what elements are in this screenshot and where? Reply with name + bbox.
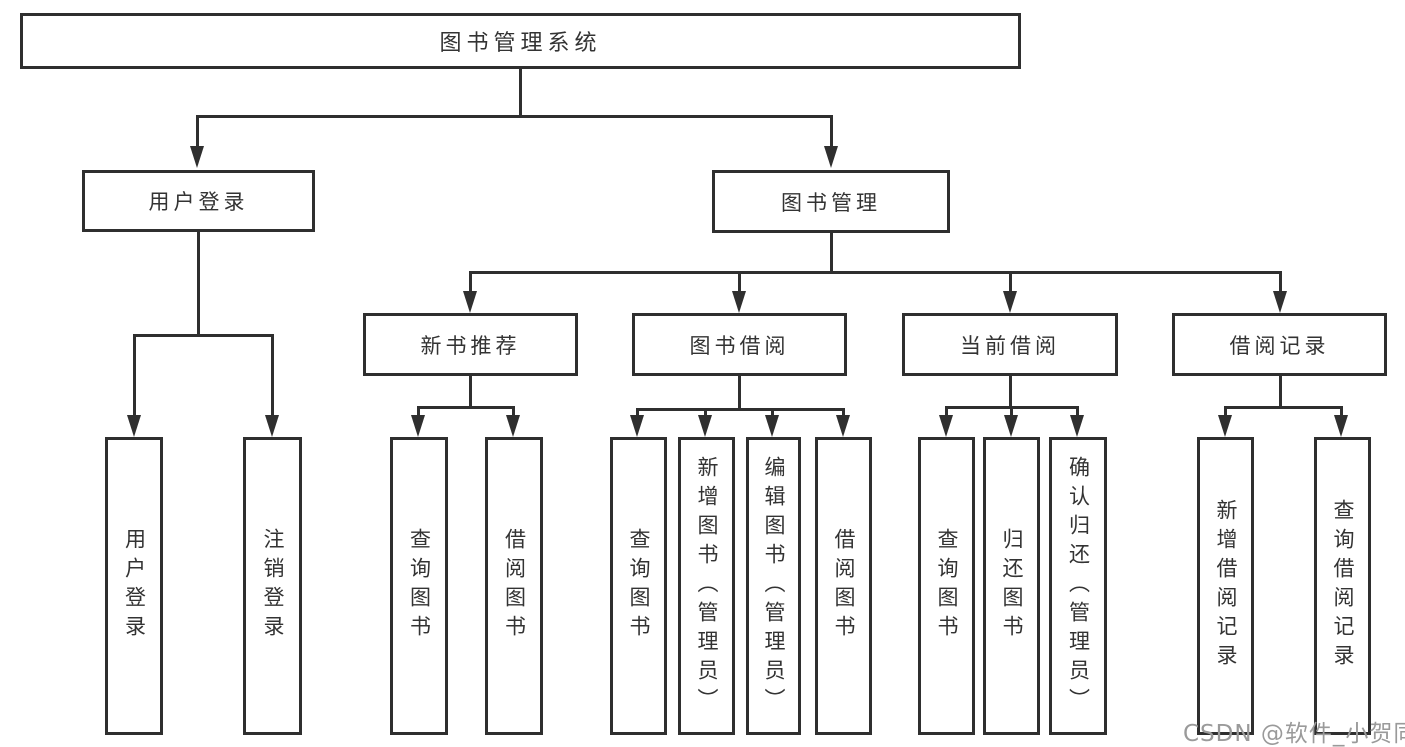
arrowhead-down-icon [824, 146, 838, 168]
arrowhead-down-icon [630, 415, 644, 437]
connector-drop [842, 408, 845, 418]
connector-drop-borrow-records [1279, 271, 1282, 292]
arrowhead-down-icon [1218, 415, 1232, 437]
leaf-cur-confirm-return-admin: 确认归还（管理员） [1049, 437, 1107, 735]
connector-drop-book-mgmt [830, 115, 833, 148]
arrowhead-down-icon [463, 291, 477, 313]
node-new-book-rec: 新书推荐 [363, 313, 578, 376]
leaf-bor-query-book: 查询图书 [610, 437, 667, 735]
leaf-user-login-label: 用户登录 [122, 528, 147, 644]
connector-book-borrow-stem [738, 376, 741, 411]
leaf-cur-confirm-return-admin-label: 确认归还（管理员） [1066, 455, 1091, 717]
connector-borrow-records-stem [1279, 376, 1282, 409]
leaf-logout: 注销登录 [243, 437, 302, 735]
arrowhead-down-icon [1003, 291, 1017, 313]
node-book-borrow-label: 图书借阅 [689, 333, 790, 358]
connector-drop [704, 408, 707, 418]
leaf-cur-return-book-label: 归还图书 [1000, 528, 1024, 644]
csdn-watermark: CSDN @软件_小贺同学 [1183, 721, 1405, 747]
arrowhead-down-icon [836, 415, 850, 437]
leaf-user-login: 用户登录 [105, 437, 163, 735]
connector-book-mgmt-bus [469, 271, 1282, 274]
leaf-logout-label: 注销登录 [261, 528, 285, 644]
node-borrow-records: 借阅记录 [1172, 313, 1387, 376]
node-current-borrow-label: 当前借阅 [960, 333, 1060, 358]
leaf-rec-query-book-label: 查询图书 [407, 528, 432, 644]
connector-drop-user-login [196, 115, 199, 148]
node-user-login: 用户登录 [82, 170, 315, 232]
connector-root-stem [519, 68, 522, 117]
arrowhead-down-icon [939, 415, 953, 437]
connector-drop-new-book-rec [469, 271, 472, 292]
node-current-borrow: 当前借阅 [902, 313, 1118, 376]
connector-root-bus [196, 115, 833, 118]
leaf-recd-add-record-label: 新增借阅记录 [1214, 499, 1238, 673]
arrowhead-down-icon [1273, 291, 1287, 313]
connector-drop [771, 408, 774, 418]
node-new-book-rec-label: 新书推荐 [420, 333, 521, 358]
node-root-label: 图书管理系统 [439, 31, 602, 56]
node-book-mgmt: 图书管理 [712, 170, 950, 233]
arrowhead-down-icon [765, 415, 779, 437]
arrowhead-down-icon [127, 415, 141, 437]
arrowhead-down-icon [1004, 415, 1018, 437]
arrowhead-down-icon [1070, 415, 1084, 437]
connector-drop [945, 406, 948, 418]
arrowhead-down-icon [411, 415, 425, 437]
leaf-recd-query-record: 查询借阅记录 [1314, 437, 1371, 735]
arrowhead-down-icon [1334, 415, 1348, 437]
connector-drop [1010, 406, 1013, 418]
leaf-cur-query-book: 查询图书 [918, 437, 975, 735]
arrowhead-down-icon [732, 291, 746, 313]
node-root: 图书管理系统 [20, 13, 1021, 69]
leaf-bor-add-book-admin: 新增图书（管理员） [678, 437, 735, 735]
connector-current-borrow-stem [1009, 376, 1012, 409]
leaf-bor-borrow-book: 借阅图书 [815, 437, 872, 735]
connector-drop [636, 408, 639, 418]
connector-book-borrow-bus [636, 408, 845, 411]
node-borrow-records-label: 借阅记录 [1229, 333, 1330, 358]
connector-new-book-rec-stem [469, 376, 472, 409]
connector-drop-leaf-logout [271, 334, 274, 416]
connector-drop [417, 406, 420, 418]
connector-new-book-rec-bus [417, 406, 515, 409]
leaf-recd-query-record-label: 查询借阅记录 [1331, 499, 1355, 673]
leaf-cur-return-book: 归还图书 [983, 437, 1040, 735]
node-book-mgmt-label: 图书管理 [781, 190, 881, 215]
connector-borrow-records-bus [1224, 406, 1343, 409]
connector-drop [512, 406, 515, 418]
connector-drop [1340, 406, 1343, 418]
connector-user-login-bus [133, 334, 274, 337]
connector-drop-current-borrow [1009, 271, 1012, 292]
leaf-rec-query-book: 查询图书 [390, 437, 448, 735]
leaf-rec-borrow-book: 借阅图书 [485, 437, 543, 735]
connector-drop [1076, 406, 1079, 418]
node-book-borrow: 图书借阅 [632, 313, 847, 376]
leaf-bor-add-book-admin-label: 新增图书（管理员） [695, 455, 719, 717]
leaf-bor-borrow-book-label: 借阅图书 [832, 528, 856, 644]
leaf-bor-query-book-label: 查询图书 [627, 528, 651, 644]
arrowhead-down-icon [506, 415, 520, 437]
node-user-login-label: 用户登录 [148, 190, 249, 214]
arrowhead-down-icon [698, 415, 712, 437]
leaf-bor-edit-book-admin-label: 编辑图书（管理员） [762, 455, 786, 717]
leaf-cur-query-book-label: 查询图书 [935, 528, 959, 644]
arrowhead-down-icon [190, 146, 204, 168]
connector-drop-leaf-user-login [133, 334, 136, 416]
connector-drop-book-borrow [738, 271, 741, 292]
connector-user-login-stem [197, 232, 200, 337]
connector-drop [1224, 406, 1227, 418]
leaf-recd-add-record: 新增借阅记录 [1197, 437, 1254, 735]
arrowhead-down-icon [265, 415, 279, 437]
leaf-rec-borrow-book-label: 借阅图书 [502, 528, 527, 644]
connector-book-mgmt-stem [830, 233, 833, 274]
leaf-bor-edit-book-admin: 编辑图书（管理员） [746, 437, 801, 735]
